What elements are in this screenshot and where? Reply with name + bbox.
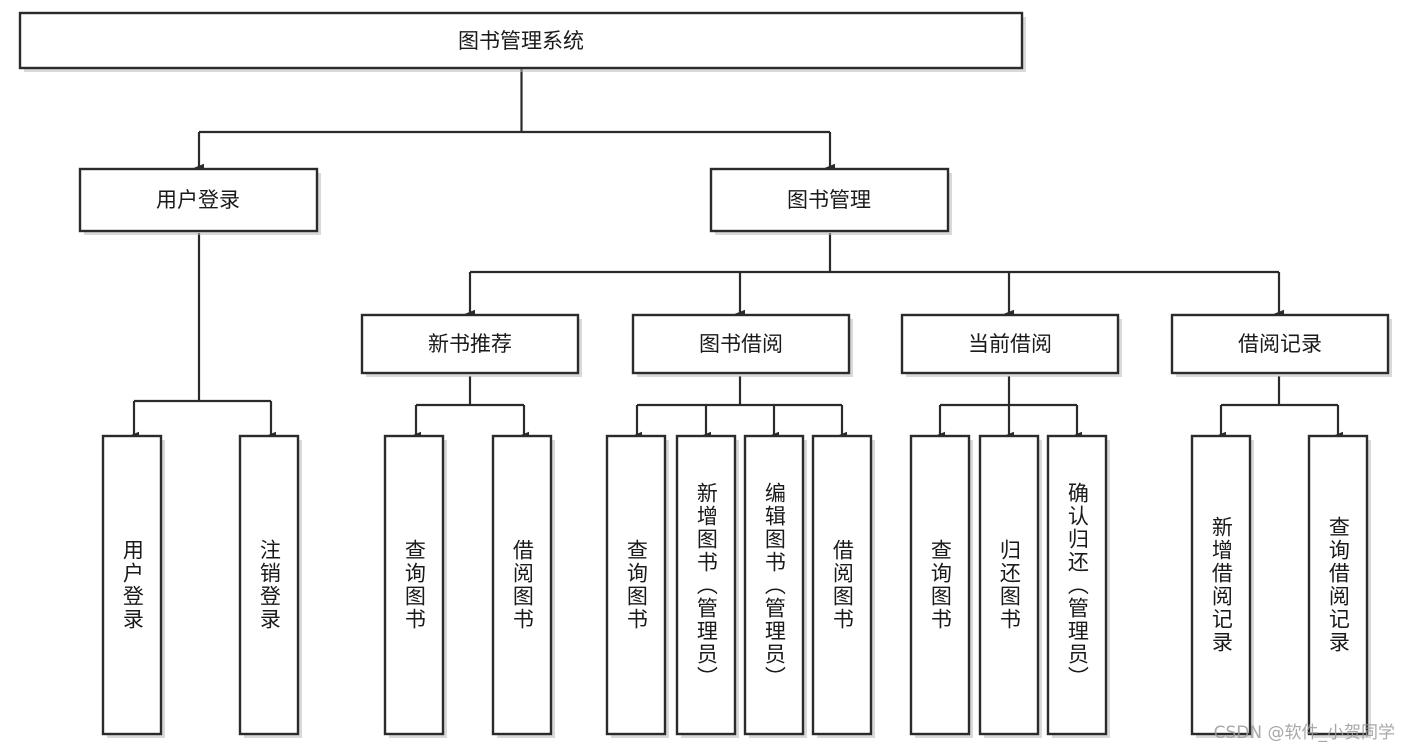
node-current-borrow-label: 当前借阅 <box>968 332 1052 356</box>
edge-group-new-book <box>410 376 529 441</box>
leaf-box-new-book-2[interactable] <box>491 434 553 736</box>
leaf-box-current-borrow-3[interactable] <box>1046 434 1108 736</box>
node-borrow-record-label: 借阅记录 <box>1238 332 1322 356</box>
node-current-borrow[interactable]: 当前借阅 <box>900 313 1122 377</box>
leaf-box-current-borrow-1[interactable] <box>909 434 971 736</box>
edge-group-book-mgmt <box>464 233 1284 319</box>
node-root-label: 图书管理系统 <box>458 29 584 53</box>
leaf-box-book-borrow-2[interactable] <box>675 434 737 736</box>
csdn-watermark: CSDN @软件_小贺同学 <box>1213 723 1395 743</box>
leaf-box-book-borrow-3[interactable] <box>743 434 805 736</box>
edge-group-current-borrow <box>934 376 1082 441</box>
leaf-box-borrow-record-1[interactable] <box>1190 434 1252 736</box>
leaf-box-book-borrow-1[interactable] <box>605 434 667 736</box>
leaf-group-book-borrow <box>605 434 875 738</box>
leaf-box-new-book-1[interactable] <box>383 434 445 736</box>
edge-group-user-login <box>128 233 276 441</box>
leaf-box-borrow-record-2[interactable] <box>1307 434 1369 736</box>
node-book-management-label: 图书管理 <box>787 188 871 212</box>
leaf-box-book-borrow-4[interactable] <box>811 434 873 736</box>
leaf-box-user-login-2[interactable] <box>238 434 300 736</box>
edge-group-borrow-record <box>1215 376 1343 441</box>
node-new-book-recommend-label: 新书推荐 <box>428 332 512 356</box>
edge-group-root <box>193 69 835 173</box>
leaf-box-user-login-1[interactable] <box>101 434 163 736</box>
node-user-login-label: 用户登录 <box>156 188 240 212</box>
leaf-group-new-book <box>383 434 555 738</box>
leaf-group-borrow-record <box>1190 434 1371 738</box>
leaf-box-current-borrow-2[interactable] <box>978 434 1040 736</box>
node-book-borrow-label: 图书借阅 <box>699 332 783 356</box>
leaf-group-current-borrow <box>909 434 1110 738</box>
node-root[interactable]: 图书管理系统 <box>18 11 1026 72</box>
node-book-borrow[interactable]: 图书借阅 <box>631 313 853 377</box>
node-user-login[interactable]: 用户登录 <box>78 167 321 235</box>
edge-group-book-borrow <box>631 376 847 441</box>
node-new-book-recommend[interactable]: 新书推荐 <box>360 313 582 377</box>
node-borrow-record[interactable]: 借阅记录 <box>1170 313 1392 377</box>
leaf-group-user-login <box>101 434 302 738</box>
node-book-management[interactable]: 图书管理 <box>709 167 952 235</box>
